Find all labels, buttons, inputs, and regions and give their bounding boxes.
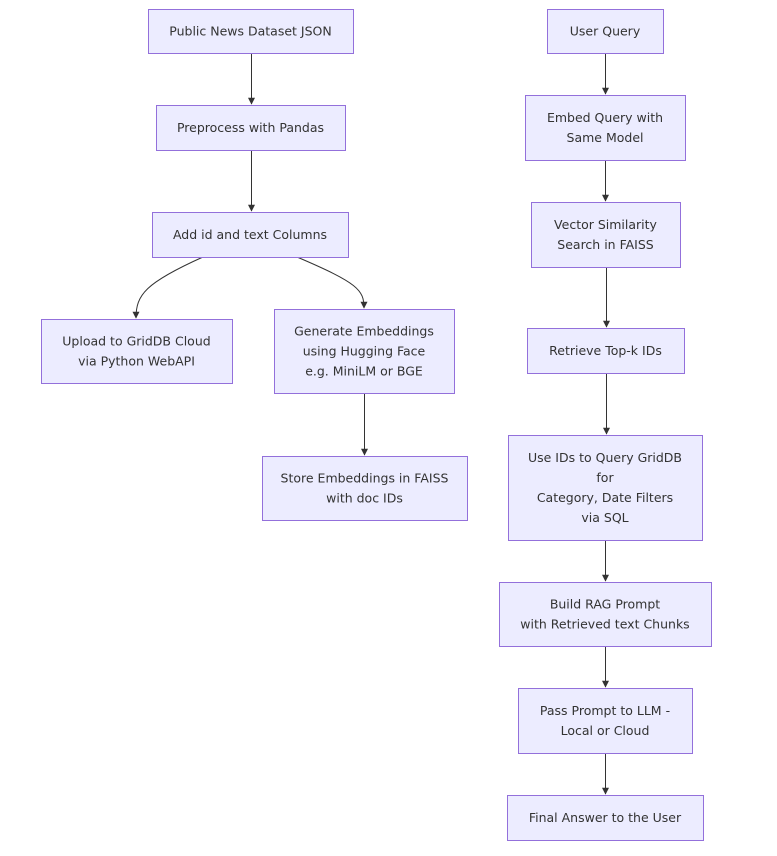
node-label-line: Final Answer to the User <box>529 810 682 825</box>
node-box <box>527 328 685 374</box>
node-box <box>152 212 349 258</box>
node-generate-embeddings: Generate Embeddings using Hugging Face e.g… <box>274 309 455 394</box>
node-label-line: Search in FAISS <box>557 237 654 252</box>
node-box <box>531 202 681 268</box>
node-upload-to-griddb-cloud: Upload to GridDB Cloud via Python WebAPI <box>41 319 233 384</box>
node-label-line: for <box>596 470 614 485</box>
node-label-line: e.g. MiniLM or BGE <box>305 364 423 379</box>
node-label-line: with Retrieved text Chunks <box>520 617 689 632</box>
node-label-line: Pass Prompt to LLM - <box>540 703 670 718</box>
node-retrieve-top-k-ids: Retrieve Top-k IDs <box>527 328 685 374</box>
node-label-line: Add id and text Columns <box>173 227 327 242</box>
node-label-line: Generate Embeddings <box>294 324 434 339</box>
node-pass-prompt-to-llm: Pass Prompt to LLM - Local or Cloud <box>518 688 693 754</box>
node-box <box>508 435 703 541</box>
node-build-rag-prompt: Build RAG Prompt with Retrieved text Chun… <box>499 582 712 647</box>
node-label-line: Store Embeddings in FAISS <box>281 471 449 486</box>
node-box <box>518 688 693 754</box>
node-label-line: with doc IDs <box>326 491 403 506</box>
node-final-answer-to-user: Final Answer to the User <box>507 795 704 841</box>
node-box <box>148 9 354 54</box>
node-label-line: Preprocess with Pandas <box>177 120 324 135</box>
node-label-line: via SQL <box>581 510 628 525</box>
node-add-id-and-text-columns: Add id and text Columns <box>152 212 349 258</box>
node-label-line: Same Model <box>567 130 644 145</box>
nodes-layer: Public News Dataset JSON Preprocess with … <box>41 9 712 841</box>
node-label-line: Retrieve Top-k IDs <box>549 343 662 358</box>
edge-add-id-and-text-columns-to-upload-to-griddb-cloud <box>132 256 204 319</box>
node-label-line: Use IDs to Query GridDB <box>528 450 682 465</box>
node-box <box>41 319 233 384</box>
node-label-line: Build RAG Prompt <box>550 597 660 612</box>
node-label-line: using Hugging Face <box>303 344 426 359</box>
node-label-line: Public News Dataset JSON <box>169 24 331 39</box>
node-preprocess-with-pandas: Preprocess with Pandas <box>156 105 346 151</box>
node-label-line: User Query <box>570 24 641 39</box>
node-store-embeddings-in-faiss: Store Embeddings in FAISS with doc IDs <box>262 456 468 521</box>
node-label-line: Vector Similarity <box>554 217 658 232</box>
edge-add-id-and-text-columns-to-generate-embeddings <box>296 256 368 309</box>
node-box <box>525 95 686 161</box>
node-box <box>274 309 455 394</box>
node-box <box>499 582 712 647</box>
node-label-line: Local or Cloud <box>561 723 650 738</box>
node-box <box>156 105 346 151</box>
node-public-news-dataset-json: Public News Dataset JSON <box>148 9 354 54</box>
node-box <box>547 9 664 54</box>
node-label-line: via Python WebAPI <box>78 354 195 369</box>
edges-layer <box>132 54 610 795</box>
node-user-query: User Query <box>547 9 664 54</box>
node-label-line: Upload to GridDB Cloud <box>62 334 210 349</box>
node-label-line: Category, Date Filters <box>537 490 673 505</box>
node-label-line: Embed Query with <box>547 110 663 125</box>
node-box <box>262 456 468 521</box>
node-box <box>507 795 704 841</box>
